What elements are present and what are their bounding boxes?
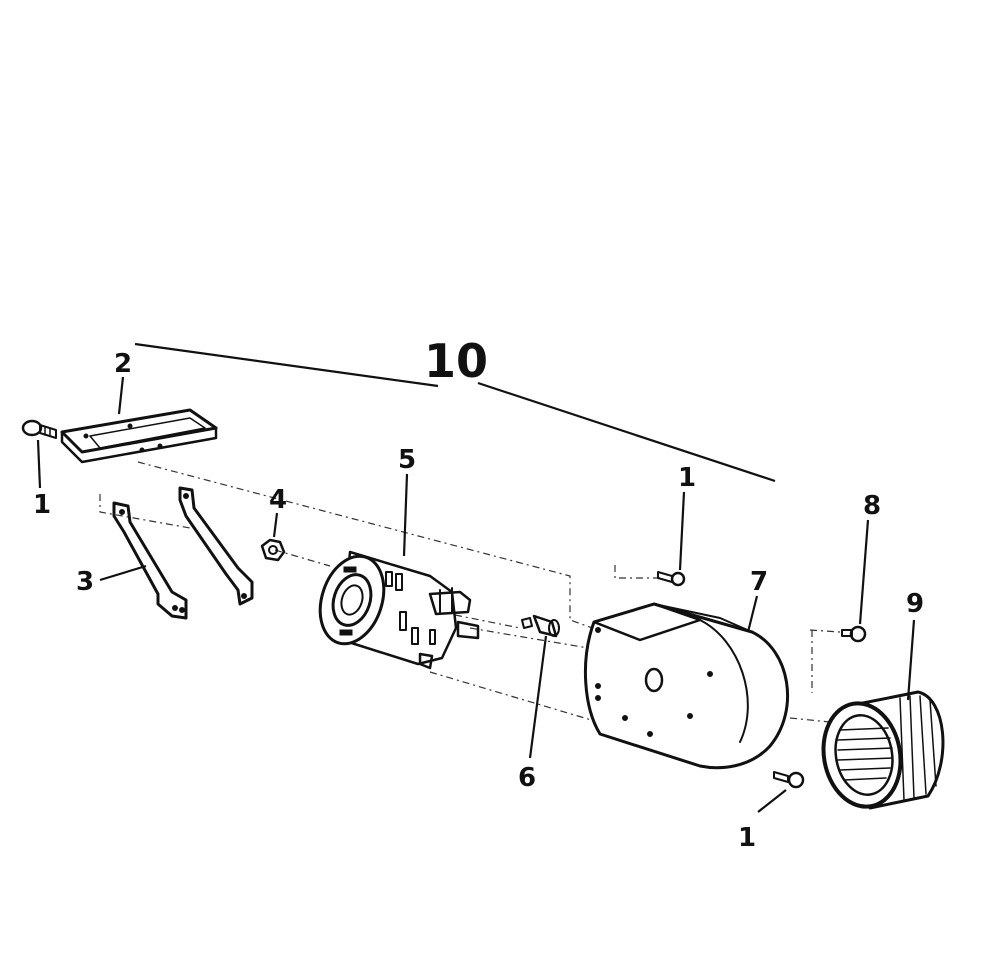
screw-housing-top-part bbox=[657, 491, 686, 587]
coupling-part bbox=[521, 614, 560, 759]
callout-1-top: 1 bbox=[678, 463, 696, 493]
callout-7: 7 bbox=[750, 567, 768, 597]
callout-2: 2 bbox=[114, 349, 132, 379]
nut-part bbox=[260, 512, 286, 562]
callout-5: 5 bbox=[398, 445, 416, 475]
callout-1-bottom: 1 bbox=[738, 823, 756, 853]
assembly-bracket bbox=[134, 342, 776, 483]
set-screw-part bbox=[841, 519, 870, 643]
callout-8: 8 bbox=[863, 491, 881, 521]
callout-6: 6 bbox=[518, 763, 536, 793]
callout-3: 3 bbox=[76, 567, 94, 597]
blower-wheel-part bbox=[821, 619, 945, 810]
screw-left-part bbox=[21, 419, 57, 489]
callout-4: 4 bbox=[269, 485, 287, 515]
callout-9: 9 bbox=[906, 589, 924, 619]
callout-1-left: 1 bbox=[33, 490, 51, 520]
blower-housing-part bbox=[584, 595, 790, 770]
motor-part bbox=[318, 473, 480, 670]
screw-housing-bottom-part bbox=[757, 771, 805, 813]
mount-plate-part bbox=[60, 376, 218, 464]
callout-10: 10 bbox=[424, 334, 488, 388]
bracket-part bbox=[99, 486, 254, 620]
